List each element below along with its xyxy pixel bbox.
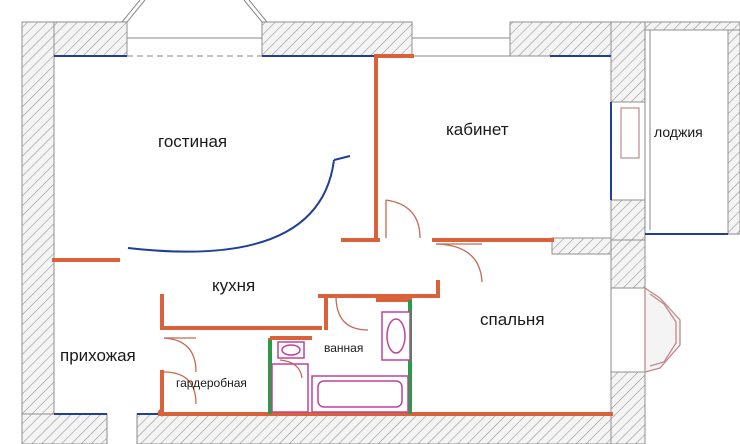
room-label-kitchen: кухня bbox=[212, 276, 256, 295]
wall-right-lower-a bbox=[610, 239, 646, 289]
door-swings bbox=[163, 199, 483, 405]
bathtub-inner bbox=[317, 380, 403, 408]
blue-edges bbox=[54, 55, 728, 415]
outer-walls bbox=[21, 21, 740, 444]
wall-left bbox=[21, 21, 55, 419]
wall-bottom-left bbox=[21, 413, 108, 444]
wall-right-mid bbox=[610, 199, 646, 241]
wall-block-bedroom bbox=[551, 237, 612, 255]
interior-walls bbox=[52, 54, 613, 417]
wall-loggia-right bbox=[727, 21, 740, 235]
room-label-bathroom: ванная bbox=[324, 341, 364, 355]
room-label-loggia: лоджия bbox=[654, 124, 703, 140]
room-label-living: гостиная bbox=[158, 132, 228, 151]
room-label-wardrobe: гардеробная bbox=[176, 376, 247, 390]
loggia-opening bbox=[620, 107, 640, 159]
toilet-bowl bbox=[281, 344, 301, 356]
wall-loggia-top bbox=[644, 21, 740, 31]
room-label-hall: прихожая bbox=[60, 346, 136, 365]
bath-sink-basin bbox=[386, 318, 406, 354]
room-label-study: кабинет bbox=[446, 120, 509, 139]
bay-window-top bbox=[121, 0, 268, 23]
wall-right-lower-b bbox=[610, 371, 646, 444]
bay-window-right bbox=[644, 286, 681, 373]
wall-top-middle bbox=[261, 21, 413, 57]
wardrobe-cabinet bbox=[271, 363, 309, 413]
plumbing bbox=[271, 311, 411, 413]
room-label-bedroom: спальня bbox=[480, 310, 545, 329]
wall-right-upper bbox=[610, 21, 646, 103]
wall-bottom-right bbox=[136, 413, 646, 444]
doors bbox=[127, 155, 351, 253]
